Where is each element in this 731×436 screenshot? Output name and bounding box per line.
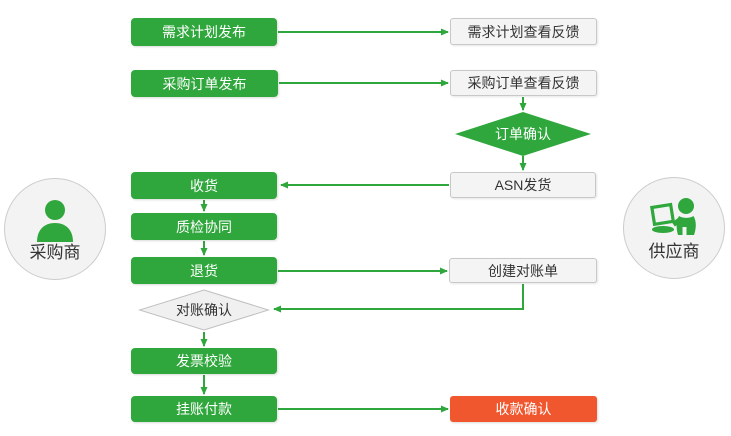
node-po-publish: 采购订单发布 <box>131 70 278 97</box>
node-receive-goods: 收货 <box>131 172 277 199</box>
node-label: 收款确认 <box>495 401 552 417</box>
node-label: 收货 <box>190 177 218 194</box>
node-payment: 挂账付款 <box>131 396 277 422</box>
node-label: 退货 <box>190 262 218 279</box>
supplier-actor: 供应商 <box>623 177 725 279</box>
node-label: 采购订单查看反馈 <box>467 75 580 91</box>
diamond-shape <box>455 112 591 156</box>
node-receipt-confirm: 收款确认 <box>450 396 597 422</box>
supplier-person-computer-icon <box>650 197 696 235</box>
node-po-feedback: 采购订单查看反馈 <box>450 70 597 96</box>
node-return-goods: 退货 <box>131 257 277 284</box>
supplier-label: 供应商 <box>648 241 700 261</box>
node-label: 创建对账单 <box>488 262 558 279</box>
node-demand-plan-feedback: 需求计划查看反馈 <box>450 18 597 45</box>
node-label: 挂账付款 <box>176 401 232 417</box>
node-invoice-verify: 发票校验 <box>131 348 277 374</box>
node-demand-plan-publish: 需求计划发布 <box>131 18 277 46</box>
buyer-actor: 采购商 <box>4 178 106 280</box>
arrow-statement-to-confirm <box>273 284 524 313</box>
node-label: 需求计划发布 <box>162 24 246 40</box>
node-label: 采购订单发布 <box>162 75 247 92</box>
node-label: ASN发货 <box>494 177 552 193</box>
buyer-person-icon <box>37 199 73 242</box>
node-create-statement: 创建对账单 <box>449 258 597 283</box>
node-label: 需求计划查看反馈 <box>467 23 580 40</box>
node-quality-check: 质检协同 <box>131 213 277 240</box>
node-label: 发票校验 <box>176 353 232 369</box>
node-label: 质检协同 <box>176 218 232 235</box>
node-label: 对账确认 <box>176 302 232 318</box>
node-order-confirm-diamond: 订单确认 <box>455 112 591 156</box>
node-statement-confirm-diamond: 对账确认 <box>138 289 270 331</box>
buyer-label: 采购商 <box>29 242 81 262</box>
diamond-shape <box>138 289 270 331</box>
node-asn-ship: ASN发货 <box>450 172 596 198</box>
node-label: 订单确认 <box>495 126 551 142</box>
